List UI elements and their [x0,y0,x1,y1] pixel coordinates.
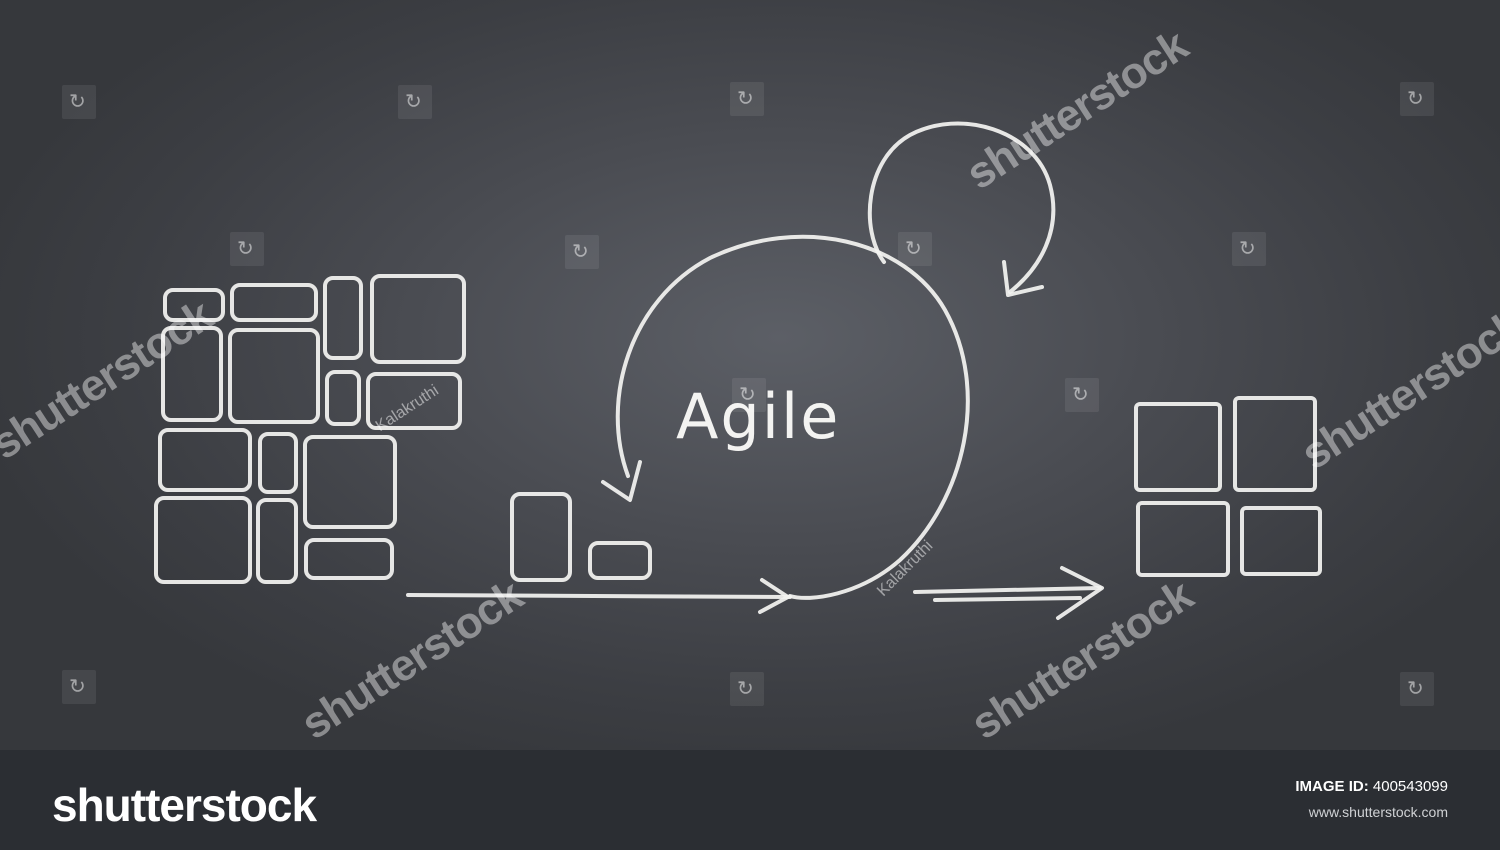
backlog-block [230,283,318,322]
shutterstock-icon [62,85,96,119]
shutterstock-icon [730,672,764,706]
output-arrow-head [1056,566,1104,620]
shutterstock-icon [732,378,766,412]
backlog-block [258,432,298,494]
backlog-block [303,435,397,529]
agile-cycle-arrow-head [601,460,642,502]
backlog-block [325,370,361,426]
backlog-block [158,428,252,492]
backlog-block [366,372,462,430]
site-url: www.shutterstock.com [1308,804,1448,820]
chalk-diagram [154,121,1322,620]
iteration-loop [867,121,1056,294]
shutterstock-icon [898,232,932,266]
shutterstock-logo: shutterstock [52,779,317,831]
shutterstock-icon [730,82,764,116]
backlog-blocks [154,274,466,584]
shutterstock-icon [1065,378,1099,412]
backlog-block [256,498,298,584]
backlog-block [304,538,394,580]
sprint-block [510,492,572,582]
shutterstock-icon [398,85,432,119]
shutterstock-icon [1400,82,1434,116]
backlog-block [154,496,252,584]
finished-product [1134,396,1322,577]
backlog-block [161,326,223,422]
input-arrow [406,593,792,599]
product-block [1233,396,1317,492]
shutterstock-icon [1232,232,1266,266]
backlog-block [370,274,466,364]
product-block [1240,506,1322,576]
image-id: IMAGE ID: 400543099 [1295,778,1448,795]
shutterstock-icon [230,232,264,266]
chalkboard: Agile shutterstock shutterstock shutters… [0,0,1500,750]
shutterstock-icon [565,235,599,269]
footer-bar [0,750,1500,850]
shutterstock-icon [62,670,96,704]
input-arrow-head [758,578,790,614]
sprint-block [588,541,652,580]
image-id-label: IMAGE ID: [1295,778,1369,795]
product-block [1134,402,1222,492]
backlog-block [323,276,363,360]
shutterstock-icon [1400,672,1434,706]
image-id-value: 400543099 [1372,778,1448,795]
iteration-loop-arrow-head [1002,260,1044,297]
output-arrow [913,586,1102,594]
agile-cycle-loop [615,234,970,600]
backlog-block [228,328,320,424]
backlog-block [163,288,225,322]
product-block [1136,501,1230,577]
output-arrow-line [933,596,1082,602]
